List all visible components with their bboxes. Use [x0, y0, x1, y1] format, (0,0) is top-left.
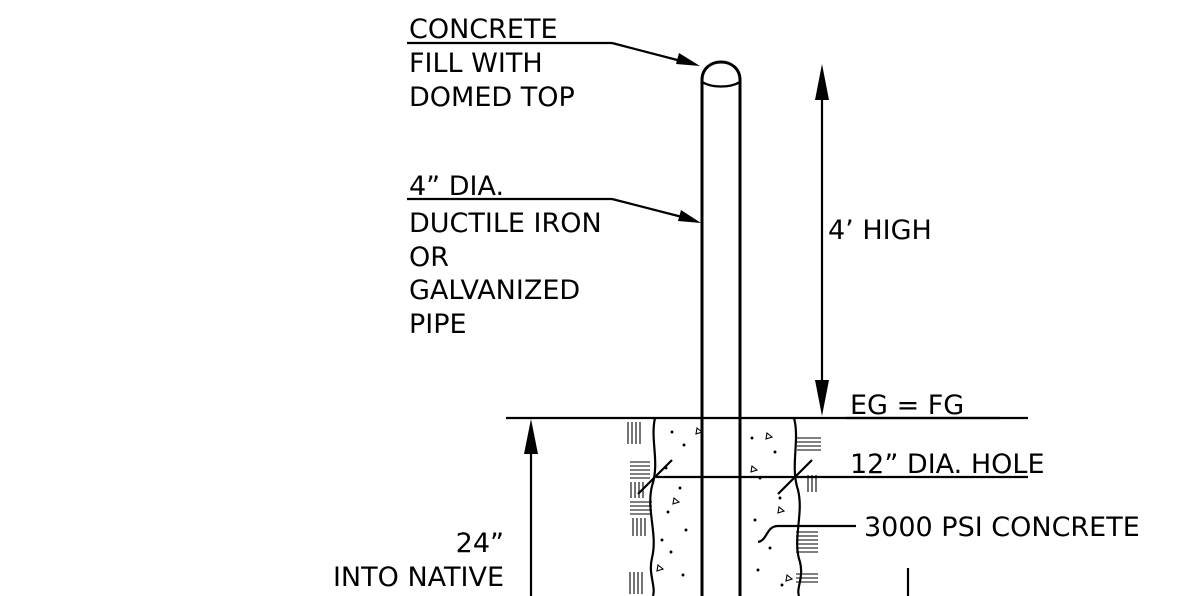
label-concrete-line3: DOMED TOP [409, 82, 575, 113]
label-depth-value: 24” [456, 528, 504, 559]
concrete-spec-leader-hook [757, 524, 779, 544]
concrete-backfill-hatch [656, 426, 794, 587]
label-concrete-line2: FILL WITH [409, 48, 543, 79]
hole-tick-right [777, 459, 813, 495]
height-arrow-top [815, 64, 829, 100]
domed-concrete-top [700, 60, 742, 81]
hole-tick-left [637, 459, 673, 495]
label-pipe-line2: DUCTILE IRON [409, 208, 602, 239]
label-pipe-line1: 4” DIA. [409, 171, 504, 202]
label-hole: 12” DIA. HOLE [850, 449, 1045, 480]
depth-arrow-top [524, 419, 538, 454]
leader-pipe-arrowhead [678, 210, 701, 223]
dome-seam [701, 81, 741, 88]
hole-wall-left [649, 417, 657, 596]
label-pipe-line3: OR [409, 242, 449, 273]
height-arrow-bottom [815, 380, 829, 416]
native-soil-hatch-left [627, 422, 652, 594]
leader-concrete-fill-arrowhead [676, 53, 700, 66]
label-concrete-line1: CONCRETE [409, 14, 558, 45]
leader-pipe [611, 197, 687, 220]
native-soil-hatch-right [796, 437, 821, 583]
label-height: 4’ HIGH [828, 215, 932, 246]
label-pipe-line5: PIPE [409, 309, 467, 340]
hole-wall-right [792, 417, 803, 596]
label-depth-note: INTO NATIVE [333, 562, 504, 593]
label-grade: EG = FG [850, 390, 964, 421]
label-pipe-line4: GALVANIZED [409, 275, 580, 306]
leader-concrete-fill [611, 41, 686, 64]
label-concrete-spec: 3000 PSI CONCRETE [864, 512, 1140, 543]
